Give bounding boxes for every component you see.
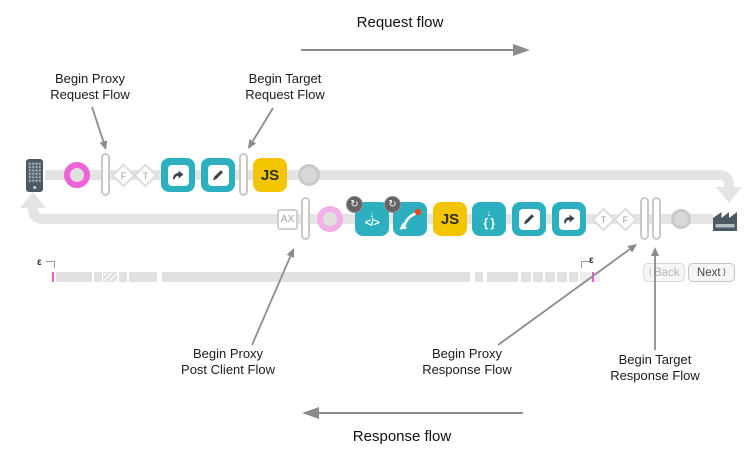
request-track-path bbox=[45, 170, 734, 188]
braces-icon: ↓ { } bbox=[483, 208, 495, 230]
condition-letter: F bbox=[622, 214, 629, 225]
proxy-request-start-ring[interactable] bbox=[64, 162, 90, 188]
condition-letter: T bbox=[600, 214, 607, 225]
edit-policy-step[interactable] bbox=[201, 158, 235, 192]
forward-arrow-icon bbox=[167, 164, 189, 186]
annotation-begin-proxy-post-client-flow: Begin Proxy Post Client Flow bbox=[181, 346, 275, 378]
timeline-segment[interactable] bbox=[475, 272, 483, 282]
request-track-arrowhead bbox=[716, 187, 742, 203]
response-track-arrowhead bbox=[20, 192, 46, 208]
forward-arrow-icon bbox=[558, 208, 580, 230]
timeline-segment[interactable] bbox=[119, 272, 127, 282]
response-track-path bbox=[28, 207, 713, 224]
pencil-icon bbox=[518, 208, 540, 230]
phone-screen bbox=[28, 162, 41, 183]
request-end-dot bbox=[298, 164, 320, 186]
callout-policy-step[interactable] bbox=[393, 202, 427, 236]
javascript-policy-step[interactable]: JS bbox=[253, 158, 287, 192]
replay-badge-icon: ↻ bbox=[346, 196, 363, 213]
begin-proxy-response-flow-marker[interactable] bbox=[640, 197, 649, 240]
back-button[interactable]: ⟨ Back bbox=[643, 263, 685, 282]
begin-proxy-post-client-flow-marker[interactable] bbox=[301, 197, 310, 240]
annotation-begin-proxy-response-flow: Begin Proxy Response Flow bbox=[422, 346, 512, 378]
pencil-icon bbox=[207, 164, 229, 186]
chevron-left-icon: ⟨ bbox=[648, 267, 652, 277]
response-end-dot bbox=[671, 209, 691, 229]
timeline-segment[interactable] bbox=[103, 272, 117, 282]
js-icon-label: JS bbox=[440, 210, 460, 228]
post-client-start-ring[interactable] bbox=[317, 206, 343, 232]
annotation-begin-target-response-flow: Begin Target Response Flow bbox=[610, 352, 700, 384]
js-icon-label: JS bbox=[260, 166, 280, 184]
timeline-segment[interactable] bbox=[94, 272, 102, 282]
timeline-segment[interactable] bbox=[162, 272, 470, 282]
request-flow-title: Request flow bbox=[356, 14, 444, 31]
phone-home-button bbox=[32, 185, 37, 189]
forward-policy-step-response[interactable] bbox=[552, 202, 586, 236]
curved-arrow-red-dot-icon bbox=[399, 208, 422, 230]
javascript-policy-step-response[interactable]: JS bbox=[433, 202, 467, 236]
ax-icon-label: AX bbox=[280, 214, 295, 225]
timeline-segment[interactable] bbox=[129, 272, 157, 282]
annotation-begin-target-request-flow: Begin Target Request Flow bbox=[245, 71, 325, 103]
next-button[interactable]: Next ⟩ bbox=[688, 263, 735, 282]
response-flow-title: Response flow bbox=[352, 428, 452, 445]
target-factory-icon bbox=[713, 212, 737, 231]
replay-badge-icon: ↻ bbox=[384, 196, 401, 213]
edit-policy-step-response[interactable] bbox=[512, 202, 546, 236]
timeline-tick[interactable] bbox=[52, 272, 54, 282]
annotation-begin-proxy-request-flow: Begin Proxy Request Flow bbox=[50, 71, 130, 103]
begin-target-response-flow-marker[interactable] bbox=[652, 197, 661, 240]
analytics-step[interactable]: AX bbox=[277, 209, 298, 230]
condition-letter: F bbox=[120, 170, 127, 181]
down-arrow-icon: ↓ bbox=[369, 208, 375, 219]
chevron-right-icon: ⟩ bbox=[722, 267, 727, 277]
epsilon-marker-left: ε bbox=[37, 257, 42, 268]
timeline-bracket-left bbox=[46, 261, 55, 268]
code-icon: ↓ </> bbox=[364, 208, 380, 229]
timeline-tick[interactable] bbox=[592, 272, 594, 282]
forward-policy-step[interactable] bbox=[161, 158, 195, 192]
begin-proxy-request-flow-marker[interactable] bbox=[101, 153, 110, 196]
braces-policy-step[interactable]: ↓ { } bbox=[472, 202, 506, 236]
begin-target-request-flow-marker[interactable] bbox=[239, 153, 248, 196]
epsilon-marker-right: ε bbox=[589, 255, 594, 266]
down-arrow-icon: ↓ bbox=[486, 208, 492, 218]
client-phone-icon bbox=[26, 159, 43, 192]
timeline-segment[interactable] bbox=[56, 272, 92, 282]
condition-letter: T bbox=[142, 170, 149, 181]
